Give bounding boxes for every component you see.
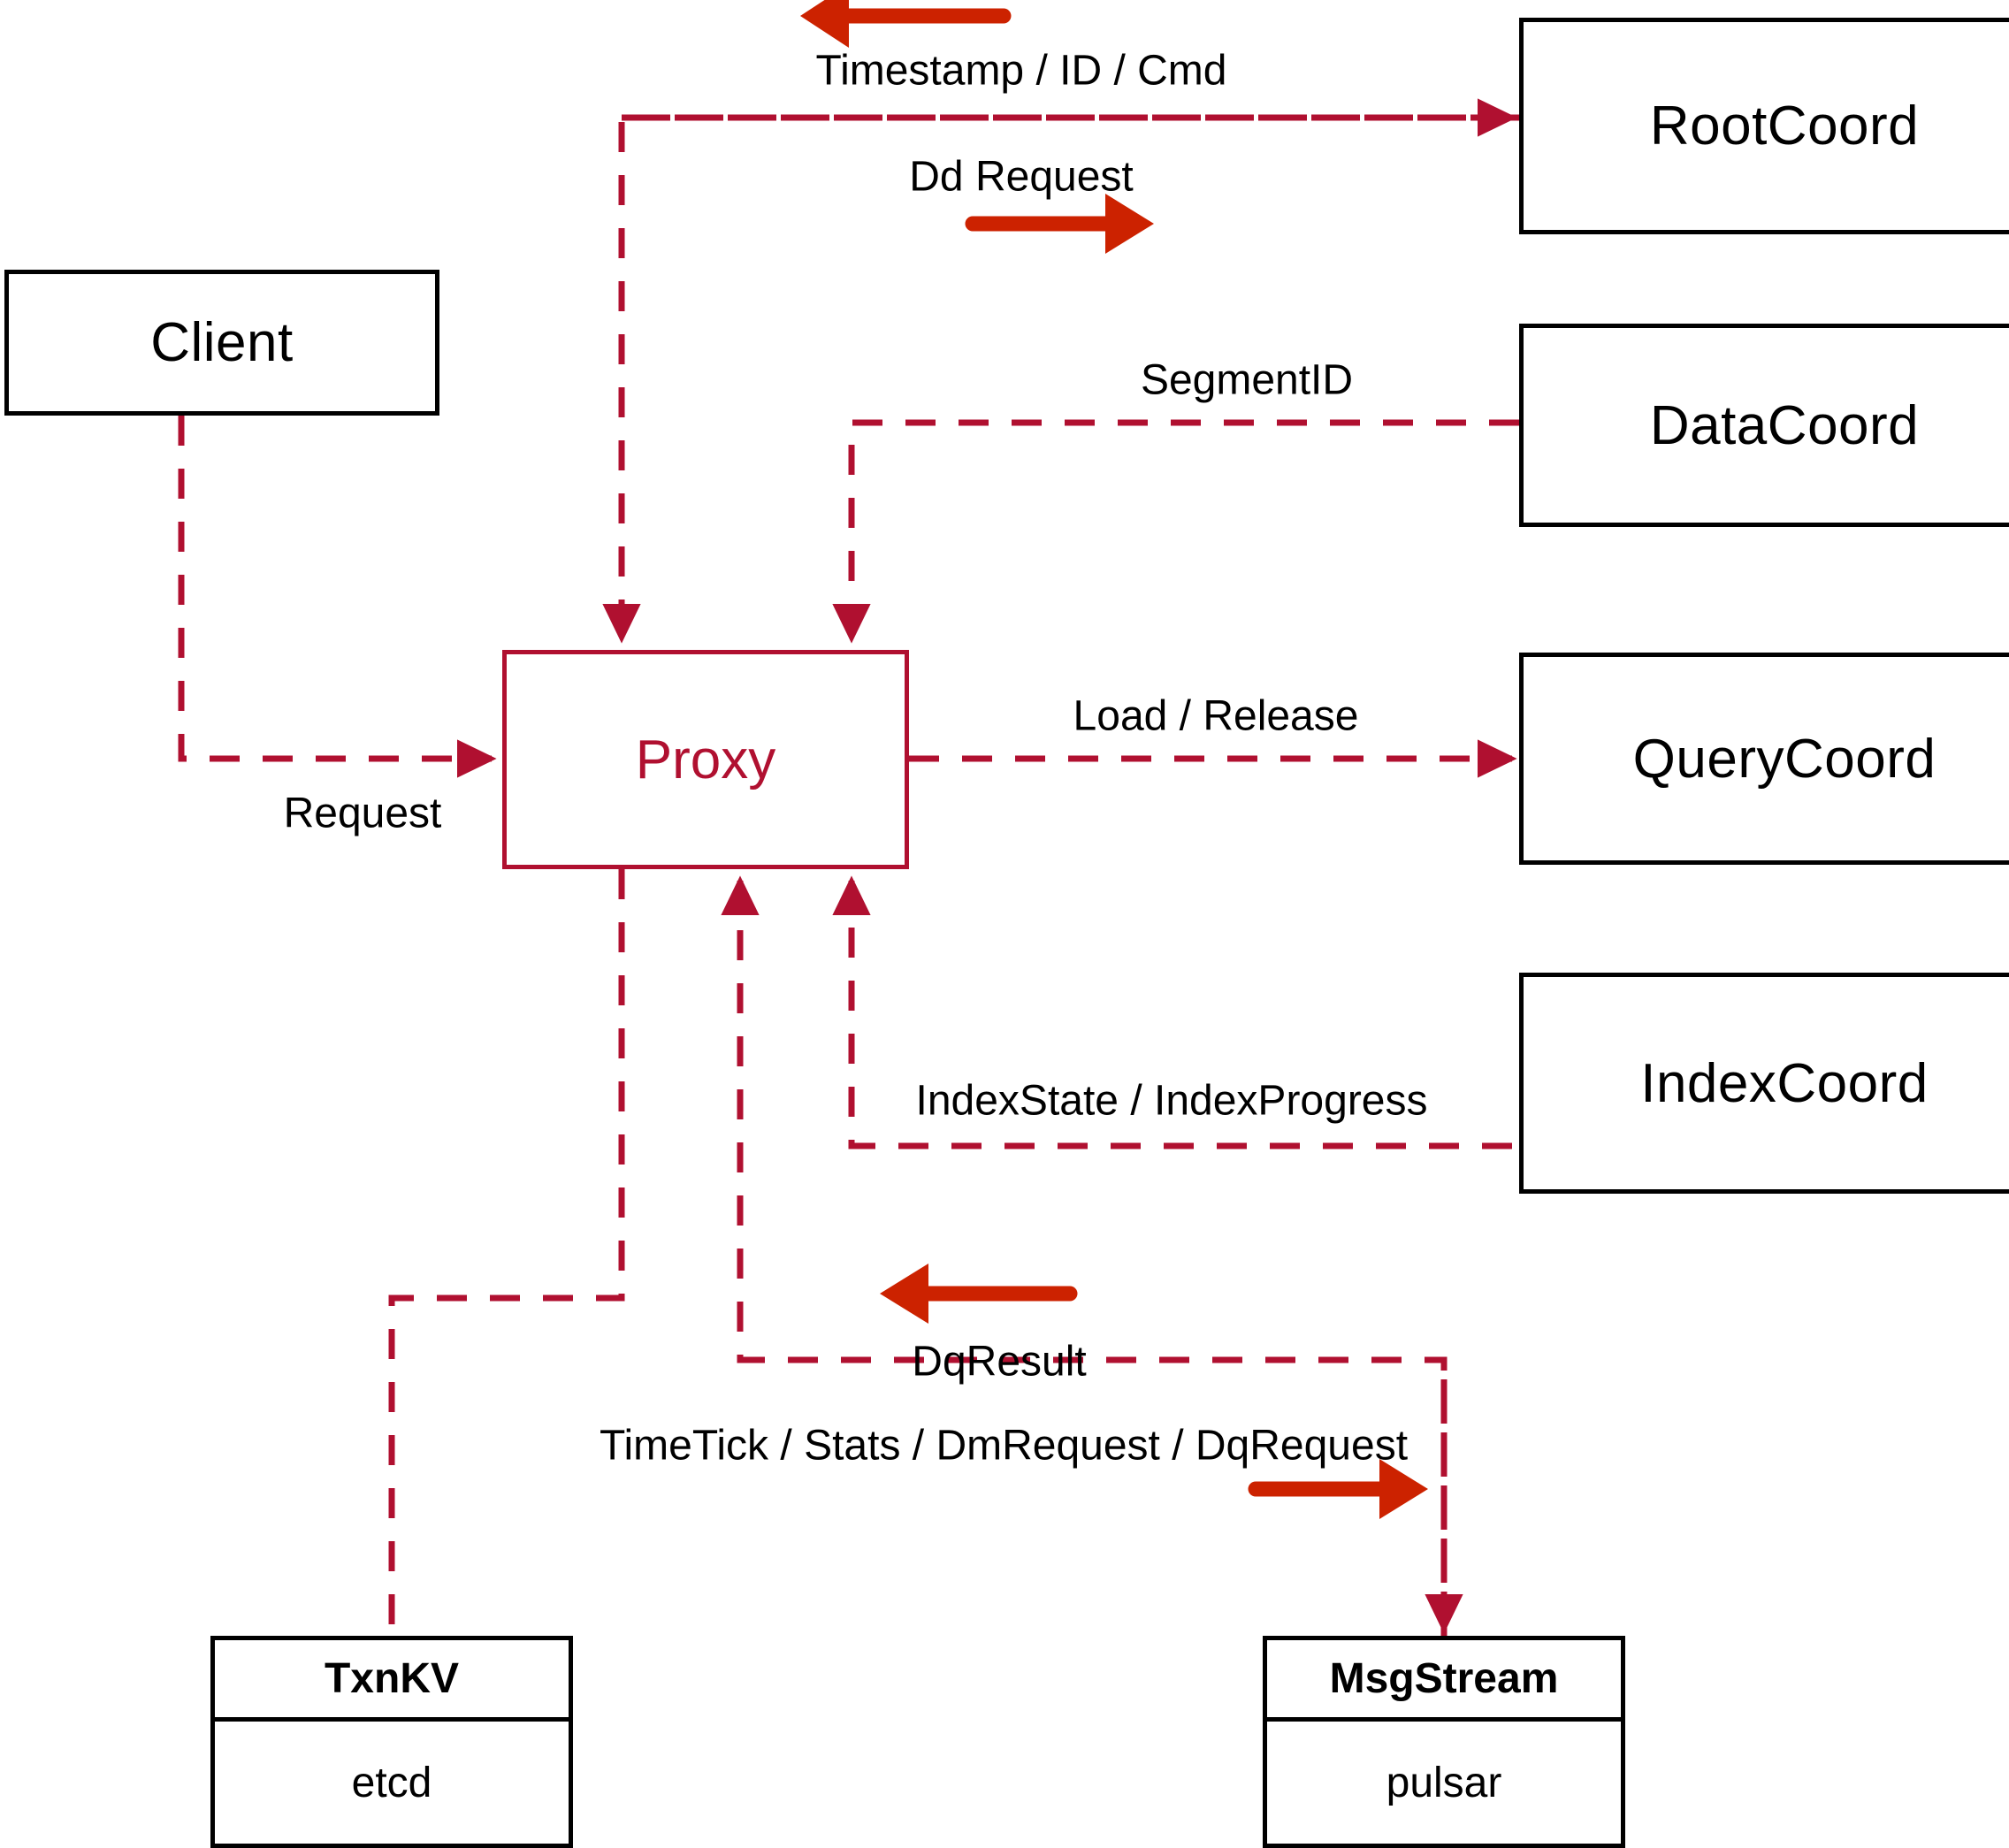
edge-indexcoord-to-proxy: [832, 875, 1512, 1149]
node-datacoord-label: DataCoord: [1649, 394, 1920, 456]
node-client-label: Client: [150, 312, 294, 373]
node-indexcoord-label: IndexCoord: [1640, 1052, 1929, 1114]
edge-proxy-msgstream: [721, 875, 1463, 1636]
node-msgstream-header-label: MsgStream: [1329, 1655, 1559, 1702]
node-msgstream-header: MsgStream: [1267, 1640, 1621, 1722]
edge-datacoord-to-proxy: [832, 419, 1519, 644]
node-msgstream[interactable]: MsgStream pulsar: [1263, 1636, 1625, 1848]
edge-label-timetick-stats: TimeTick / Stats / DmRequest / DqRequest: [599, 1422, 1409, 1470]
node-proxy-label: Proxy: [635, 729, 776, 790]
node-rootcoord[interactable]: RootCoord: [1519, 18, 2009, 234]
edge-label-index-state: IndexState / IndexProgress: [915, 1077, 1428, 1125]
node-indexcoord[interactable]: IndexCoord: [1519, 973, 2009, 1194]
direction-arrow-dqresult-left: [880, 1264, 1078, 1324]
edge-rootcoord-to-proxy: [602, 114, 1519, 644]
node-txnkv-header: TxnKV: [215, 1640, 569, 1722]
node-querycoord-label: QueryCoord: [1632, 728, 1936, 790]
edge-client-to-proxy: [178, 416, 497, 778]
edge-label-timestamp-id-cmd: Timestamp / ID / Cmd: [815, 47, 1227, 95]
node-txnkv-body: etcd: [215, 1722, 569, 1844]
edge-proxy-to-txnkv: [388, 869, 625, 1636]
edge-label-load-release: Load / Release: [1073, 692, 1359, 740]
node-datacoord[interactable]: DataCoord: [1519, 324, 2009, 527]
direction-arrow-dqrequest-right: [1248, 1459, 1428, 1519]
node-proxy[interactable]: Proxy: [502, 650, 909, 869]
node-txnkv[interactable]: TxnKV etcd: [210, 1636, 573, 1848]
node-txnkv-header-label: TxnKV: [324, 1655, 459, 1702]
direction-arrow-timestamp-left: [800, 0, 1012, 48]
edge-label-segment-id: SegmentID: [1140, 356, 1354, 404]
node-rootcoord-label: RootCoord: [1649, 95, 1920, 157]
direction-arrow-dd-request-right: [965, 194, 1154, 254]
node-querycoord[interactable]: QueryCoord: [1519, 653, 2009, 865]
edge-label-request: Request: [283, 790, 442, 837]
node-txnkv-body-label: etcd: [351, 1759, 432, 1806]
edge-label-dq-result: DqResult: [912, 1338, 1087, 1386]
node-msgstream-body: pulsar: [1267, 1722, 1621, 1844]
edge-label-dd-request: Dd Request: [909, 153, 1134, 201]
node-client[interactable]: Client: [4, 270, 439, 416]
node-msgstream-body-label: pulsar: [1386, 1759, 1502, 1806]
